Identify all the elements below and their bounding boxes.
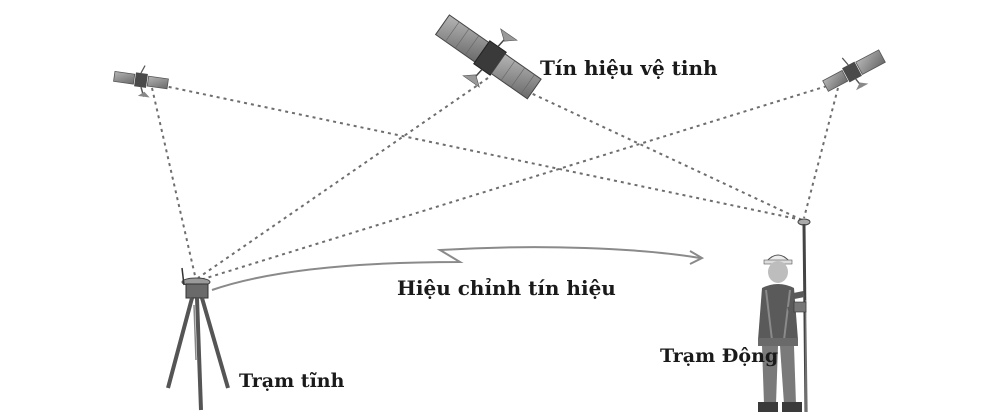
satellite-icon (434, 14, 542, 100)
ray-right-sat-to-rover (803, 87, 839, 219)
surveyor-icon (758, 254, 807, 412)
arrow-head-icon (689, 250, 705, 265)
ray-left-sat-to-base (151, 87, 197, 281)
signal-rays (151, 77, 841, 281)
ray-right-sat-to-base (199, 81, 841, 281)
rover-station-label: Trạm Động (660, 345, 779, 367)
base-station-label: Trạm tĩnh (239, 370, 345, 392)
satellite-icon (822, 49, 886, 92)
ray-left-sat-to-rover (154, 83, 803, 221)
gnss-receiver-icon (797, 218, 811, 413)
satellite-icon (113, 65, 169, 98)
signal-correction-label: Hiệu chỉnh tín hiệu (397, 276, 616, 300)
satellite-signal-label: Tín hiệu vệ tinh (540, 56, 718, 80)
ray-center-sat-to-base (197, 77, 489, 279)
correction-signal-arrow (211, 246, 701, 291)
tripod-icon (166, 267, 230, 411)
ray-center-sat-to-rover (519, 87, 803, 221)
